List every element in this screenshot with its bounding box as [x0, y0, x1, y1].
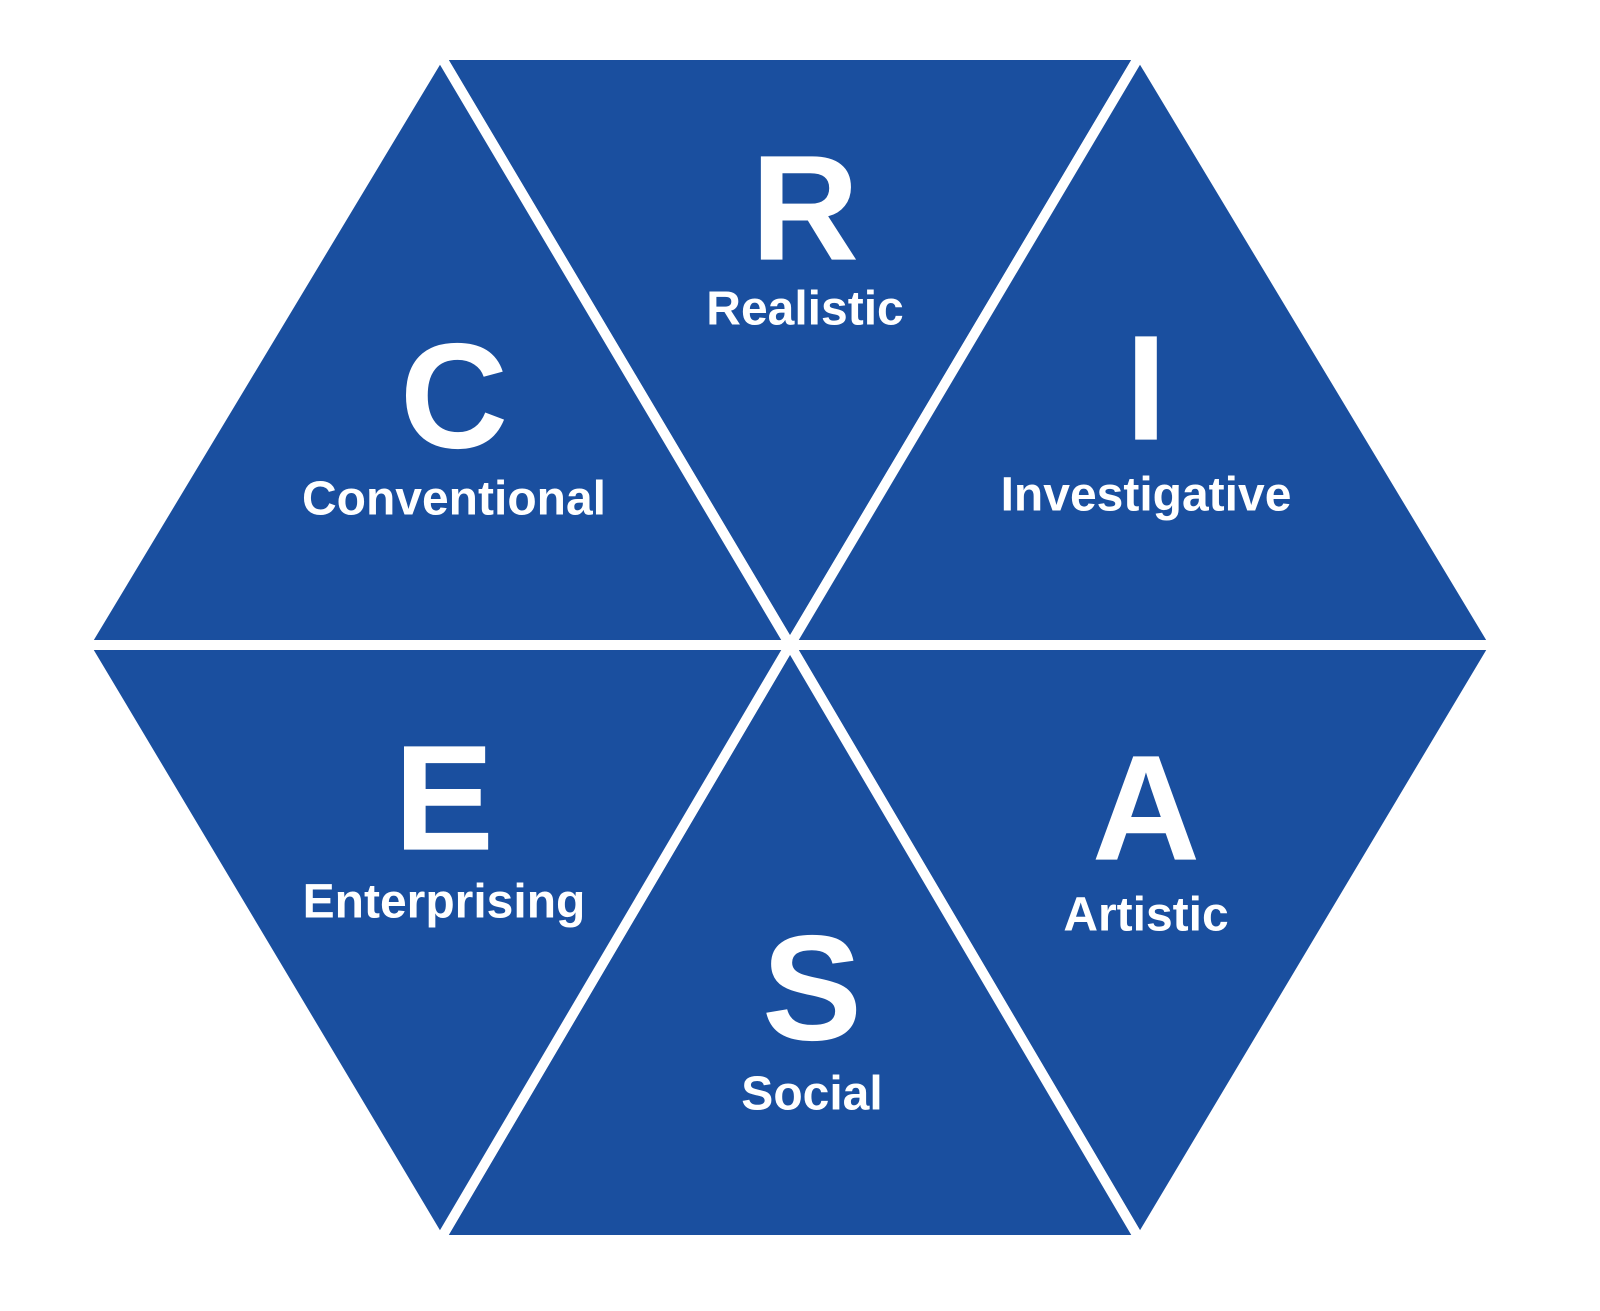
segment-realistic: R Realistic — [431, 50, 1149, 655]
segment-conventional-triangle — [76, 45, 799, 650]
segment-social-label: Social — [741, 1068, 882, 1121]
segment-artistic-label: Artistic — [1063, 889, 1228, 942]
segment-realistic-letter: R — [751, 124, 859, 292]
segment-enterprising-letter: E — [394, 714, 494, 882]
segment-investigative: I Investigative — [781, 45, 1504, 650]
segment-conventional-letter: C — [400, 312, 508, 480]
segment-artistic-letter: A — [1092, 724, 1200, 892]
segment-investigative-letter: I — [1125, 304, 1167, 472]
segment-realistic-label: Realistic — [706, 283, 903, 336]
segment-investigative-label: Investigative — [1001, 469, 1292, 522]
segment-social: S Social — [431, 635, 1149, 1245]
segment-social-letter: S — [762, 904, 862, 1072]
segment-conventional: C Conventional — [76, 45, 799, 650]
segment-enterprising-label: Enterprising — [303, 876, 586, 929]
segment-conventional-label: Conventional — [302, 473, 606, 526]
